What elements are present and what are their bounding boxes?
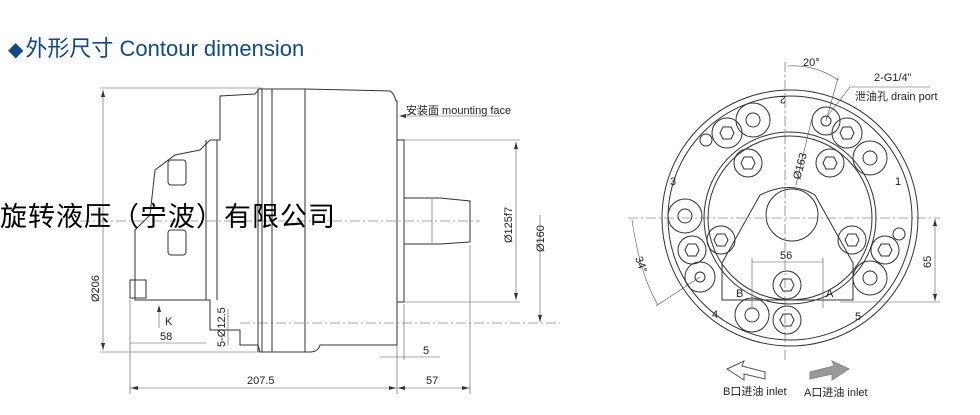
shaft	[404, 197, 471, 245]
angle-left: 34°	[632, 255, 649, 275]
dim-5: 5	[423, 345, 429, 357]
rotation-arrow-b-icon	[725, 360, 766, 381]
lobe-number-5: 5	[855, 311, 861, 323]
dim-pilot: Ø125f7	[503, 207, 515, 243]
port-a: A	[826, 288, 834, 300]
dim-shaft: 57	[426, 375, 438, 387]
dim-pcd-163: Ø163	[791, 152, 810, 181]
view-k-label: K	[165, 316, 173, 328]
drain-label: 泄油孔 drain port	[855, 89, 938, 103]
angle-top: 20°	[803, 57, 820, 69]
rotation-label-a: A口进油 inlet	[804, 385, 868, 399]
lobe-number-2: 2	[780, 93, 786, 105]
title-en: Contour dimension	[119, 36, 305, 61]
mounting-face-label: 安装面 mounting face	[406, 103, 511, 117]
motor-body-outline	[134, 88, 398, 353]
lobe-number-3: 3	[670, 176, 676, 188]
drain-spec: 2-G1/4"	[874, 72, 912, 84]
dim-length: 207.5	[247, 375, 275, 387]
diamond-icon: ◆	[8, 39, 24, 61]
lobe-number-1: 1	[895, 176, 901, 188]
dim-65: 65	[922, 256, 934, 268]
dim-56: 56	[780, 250, 792, 262]
watermark-text: 旋转液压（宁波）有限公司	[0, 202, 336, 233]
hex-bolts	[677, 117, 900, 335]
side-view: Ø206 安装面 mounting face Ø125f7 Ø160 5-Ø12…	[80, 87, 560, 394]
rotation-label-b: B口进油 inlet	[723, 384, 787, 398]
rotation-arrow-a-icon	[809, 360, 851, 381]
section-title: ◆外形尺寸 Contour dimension	[8, 31, 304, 63]
dim-outer-dia: Ø206	[90, 275, 102, 302]
end-view: 20° 2-G1/4" 泄油孔 drain port Ø163 34° 56 6…	[628, 57, 940, 399]
dim-58: 58	[160, 331, 172, 343]
lobe-number-4: 4	[712, 309, 718, 321]
port-b: B	[736, 288, 743, 300]
dim-holes: 5-Ø12.5	[216, 307, 228, 347]
dim-pcd: Ø160	[535, 225, 547, 252]
title-zh: 外形尺寸	[25, 36, 114, 61]
